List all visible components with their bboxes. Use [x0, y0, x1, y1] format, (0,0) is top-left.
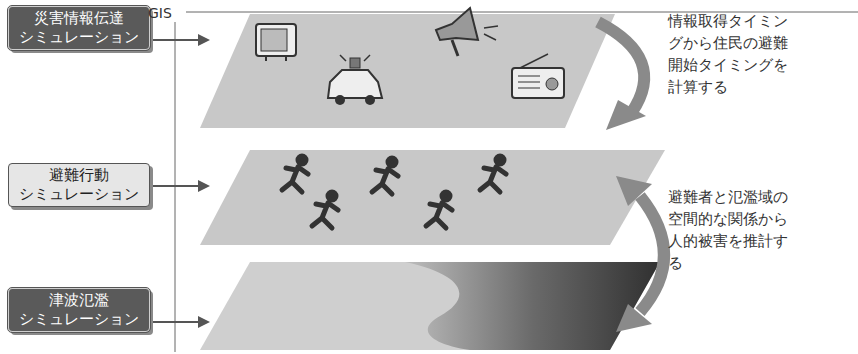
- evacuee: [282, 156, 308, 192]
- box-text: 津波氾濫 シミュレーション: [14, 291, 144, 329]
- evacuee-body: [480, 167, 506, 192]
- layer-title: GIS: [148, 2, 188, 24]
- layer-arrow: [152, 39, 200, 41]
- tv-icon: [256, 24, 296, 56]
- wheel: [365, 95, 375, 105]
- radio-dial: [546, 78, 558, 90]
- note-text: 避難者と氾濫域の空間的な関係から人的被害を推計する: [668, 186, 800, 274]
- arrow-head: [616, 304, 652, 332]
- tv-leg: [265, 56, 267, 61]
- arrow-head: [198, 316, 210, 328]
- arrow-head: [198, 34, 210, 46]
- layer-arrow: [152, 321, 200, 323]
- simulation-box: 災害情報伝達 シミュレーション: [8, 6, 150, 50]
- evacuee-head: [388, 158, 396, 166]
- info-layer: [200, 14, 615, 128]
- evac-layer: [200, 150, 665, 245]
- evacuee-body: [372, 169, 398, 194]
- evacuee-body: [282, 167, 308, 192]
- police-car: [328, 70, 382, 98]
- wheel: [335, 95, 345, 105]
- evacuee-head: [328, 192, 336, 200]
- tv-leg: [285, 56, 287, 61]
- flow-arrow: [598, 22, 644, 112]
- siren: [350, 58, 360, 68]
- radio-grill: [518, 82, 540, 83]
- evacuee: [372, 158, 398, 194]
- flow-arrow: [640, 196, 664, 312]
- loudspeaker: [436, 8, 478, 40]
- arrow-head: [198, 180, 210, 192]
- layer-arrow: [152, 185, 200, 187]
- arrow-head: [616, 176, 652, 206]
- flood-area: [405, 262, 660, 350]
- simulation-box: 避難行動 シミュレーション: [8, 163, 150, 207]
- simulation-box: 津波氾濫 シミュレーション: [8, 288, 150, 332]
- evacuee-head: [298, 156, 306, 164]
- radio-antenna: [520, 54, 548, 68]
- radio-grill: [518, 88, 540, 89]
- tv-screen: [261, 29, 287, 51]
- radio-icon: [512, 68, 564, 98]
- evacuee-body: [312, 203, 338, 228]
- evacuee-body: [426, 203, 452, 228]
- arrow-head: [606, 100, 646, 130]
- evacuee: [480, 156, 506, 192]
- siren-ray: [340, 55, 346, 61]
- sound-ray: [484, 34, 496, 40]
- box-text: 避難行動 シミュレーション: [14, 166, 144, 204]
- evacuee-head: [496, 156, 504, 164]
- flood-layer: [200, 262, 660, 350]
- evacuee: [312, 192, 338, 228]
- siren-ray: [364, 55, 370, 61]
- speaker-grip: [452, 40, 458, 56]
- box-text: 災害情報伝達 シミュレーション: [14, 9, 144, 47]
- evacuee: [426, 192, 452, 228]
- radio-grill: [518, 76, 540, 77]
- evacuee-head: [442, 192, 450, 200]
- sound-ray: [484, 26, 498, 28]
- note-text: 情報取得タイミングから住民の避難開始タイミングを計算する: [668, 10, 800, 98]
